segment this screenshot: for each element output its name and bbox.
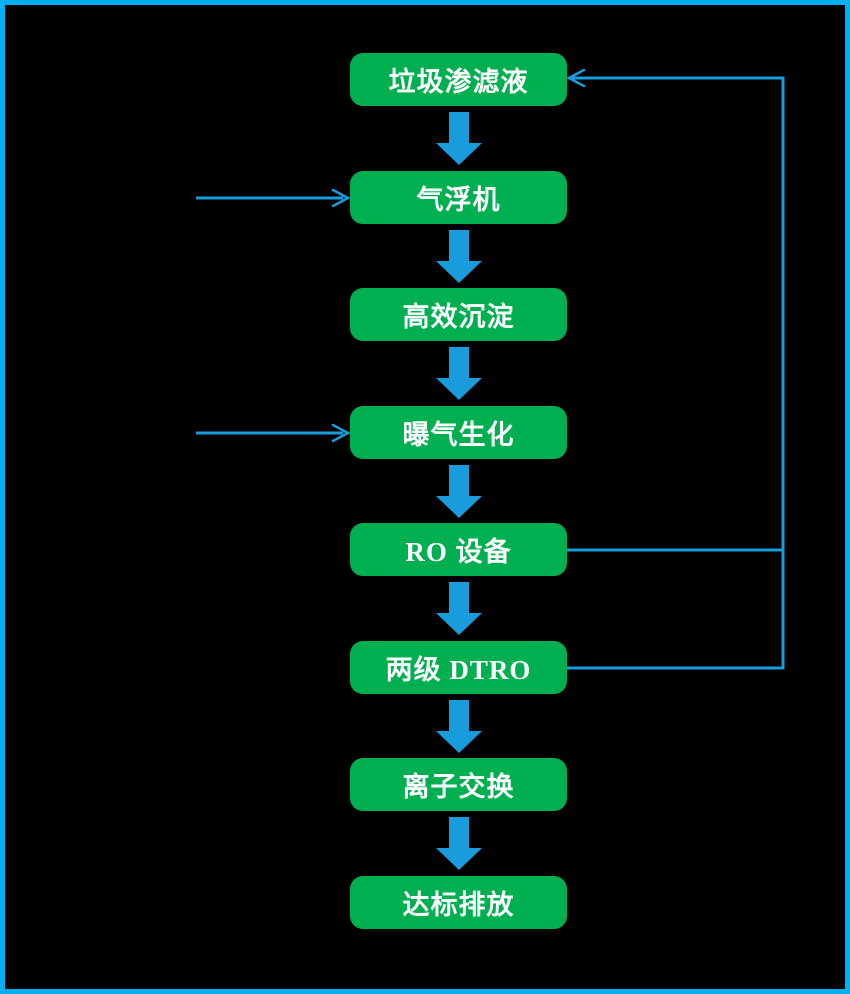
node-air-flotation-label: 气浮机	[416, 185, 501, 215]
down-arrow-head	[436, 496, 482, 518]
down-arrow-stem	[449, 112, 469, 143]
down-arrow-head	[436, 613, 482, 635]
down-arrow-stem	[449, 817, 469, 848]
down-arrow-stem	[449, 465, 469, 496]
node-aeration-biochemical: 曝气生化	[350, 406, 567, 459]
down-arrow-icon-3	[436, 347, 482, 400]
input-arrow-aeration-head-icon	[331, 423, 351, 443]
node-ro-equipment: RO 设备	[350, 523, 567, 576]
node-two-stage-dtro: 两级 DTRO	[350, 641, 567, 694]
down-arrow-stem	[449, 700, 469, 731]
node-leachate: 垃圾渗滤液	[350, 53, 567, 106]
node-two-stage-dtro-label: 两级 DTRO	[385, 655, 532, 685]
down-arrow-head	[436, 848, 482, 870]
down-arrow-icon-4	[436, 465, 482, 518]
node-ion-exchange-label: 离子交换	[402, 772, 515, 802]
down-arrow-head	[436, 261, 482, 283]
down-arrow-icon-5	[436, 582, 482, 635]
recycle-return-head-icon	[566, 68, 586, 88]
down-arrow-icon-7	[436, 817, 482, 870]
down-arrow-icon-1	[436, 112, 482, 165]
down-arrow-head	[436, 143, 482, 165]
node-compliant-discharge-label: 达标排放	[402, 890, 515, 920]
down-arrow-head	[436, 731, 482, 753]
node-leachate-label: 垃圾渗滤液	[388, 67, 529, 97]
node-high-efficiency-sedimentation-label: 高效沉淀	[402, 302, 515, 332]
down-arrow-icon-6	[436, 700, 482, 753]
down-arrow-stem	[449, 347, 469, 378]
node-aeration-biochemical-label: 曝气生化	[402, 420, 515, 450]
down-arrow-head	[436, 378, 482, 400]
down-arrow-stem	[449, 582, 469, 613]
node-compliant-discharge: 达标排放	[350, 876, 567, 929]
node-ion-exchange: 离子交换	[350, 758, 567, 811]
down-arrow-stem	[449, 230, 469, 261]
down-arrow-icon-2	[436, 230, 482, 283]
node-air-flotation: 气浮机	[350, 171, 567, 224]
node-ro-equipment-label: RO 设备	[405, 537, 512, 567]
node-high-efficiency-sedimentation: 高效沉淀	[350, 288, 567, 341]
input-arrow-air-flotation-head-icon	[331, 188, 351, 208]
